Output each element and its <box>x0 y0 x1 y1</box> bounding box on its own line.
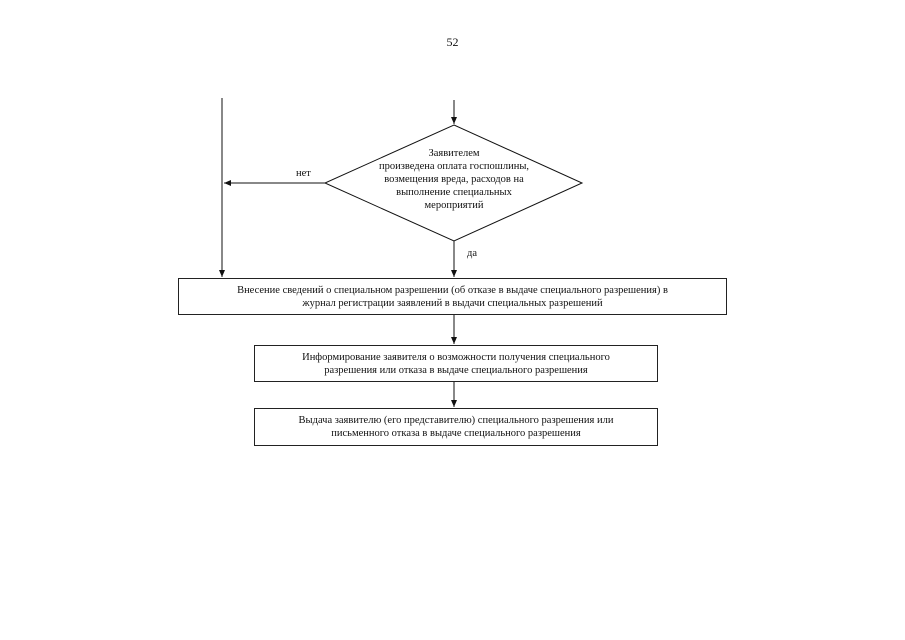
step-inform-applicant: Информирование заявителя о возможности п… <box>254 345 658 382</box>
decision-line: возмещения вреда, расходов на <box>384 174 524 185</box>
yes-label: да <box>467 248 478 259</box>
step-line: Выдача заявителю (его представителю) спе… <box>298 415 614 426</box>
step-line: Внесение сведений о специальном разрешен… <box>237 284 668 296</box>
page-number: 52 <box>446 35 459 49</box>
step-line: журнал регистрации заявлений в выдачи сп… <box>302 297 603 309</box>
decision-text: Заявителем произведена оплата госпошлины… <box>354 147 554 212</box>
step-line: письменного отказа в выдаче специального… <box>331 428 581 439</box>
decision-line: Заявителем <box>428 148 480 159</box>
decision-line: мероприятий <box>424 200 484 211</box>
step-issue-permit: Выдача заявителю (его представителю) спе… <box>254 408 658 446</box>
step-line: разрешения или отказа в выдаче специальн… <box>324 364 588 376</box>
step-line: Информирование заявителя о возможности п… <box>302 351 610 363</box>
decision-line: произведена оплата госпошлины, <box>378 161 530 172</box>
no-label: нет <box>296 168 311 179</box>
decision-line: выполнение специальных <box>396 187 512 198</box>
step-record-permit: Внесение сведений о специальном разрешен… <box>178 278 727 315</box>
